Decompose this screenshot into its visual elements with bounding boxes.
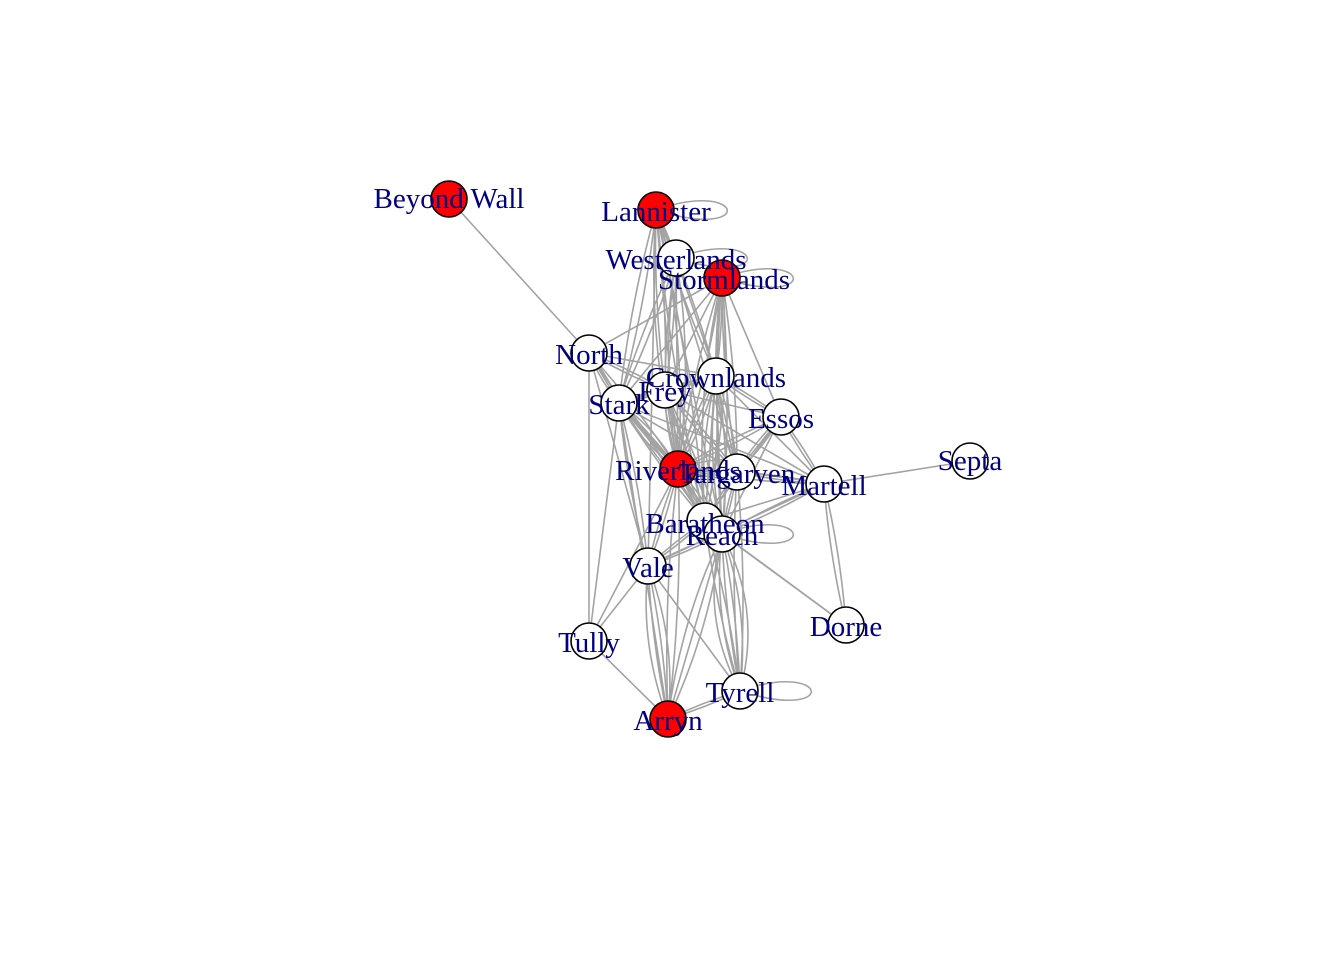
edge-martell-dorne (823, 483, 847, 626)
node-label-north: North (555, 339, 623, 371)
node-essos[interactable] (762, 398, 800, 436)
node-label-tully: Tully (558, 627, 620, 659)
node-label-essos: Essos (748, 403, 814, 435)
node-layer (430, 180, 989, 738)
node-label-crownlands: Crownlands (646, 362, 786, 394)
edge-stark-vale (618, 402, 649, 567)
node-label-dorne: Dorne (810, 611, 882, 643)
edge-reach-arryn (667, 533, 723, 720)
node-frey[interactable] (646, 371, 684, 409)
edge-beyond-wall-north (448, 198, 590, 354)
node-label-targaryen: Targaryen (679, 458, 796, 490)
node-label-lannister: Lannister (601, 196, 711, 228)
edge-lannister-stark (618, 209, 657, 404)
edge-lannister-lannister (655, 200, 729, 220)
node-label-riverlands: Riverlands (615, 455, 741, 487)
node-label-vale: Vale (622, 552, 674, 584)
edge-stark-vale (618, 402, 649, 567)
node-label-frey: Frey (638, 376, 692, 408)
edge-reach-tyrell (721, 533, 749, 692)
node-tyrell[interactable] (721, 672, 759, 710)
node-stormlands[interactable] (703, 259, 741, 297)
edge-martell-dorne (823, 483, 847, 626)
node-martell[interactable] (805, 465, 843, 503)
node-riverlands[interactable] (659, 450, 697, 488)
edge-reach-arryn (667, 533, 723, 720)
node-label-martell: Martell (781, 470, 866, 502)
node-reach[interactable] (703, 515, 741, 553)
node-crownlands[interactable] (697, 357, 735, 395)
edge-reach-reach (721, 524, 795, 544)
label-layer: Beyond Wall LannisterWesterlandsStormland… (374, 183, 1003, 737)
node-label-baratheon: Baratheon (645, 508, 765, 540)
node-westerlands[interactable] (657, 239, 695, 277)
node-tully[interactable] (570, 622, 608, 660)
node-label-septa: Septa (938, 445, 1003, 477)
node-arryn[interactable] (649, 700, 687, 738)
node-label-beyond-wall: Beyond Wall (374, 183, 525, 215)
node-label-stark: Stark (588, 389, 650, 421)
node-vale[interactable] (629, 547, 667, 585)
edge-reach-arryn (667, 533, 723, 720)
edge-lannister-stark (618, 209, 657, 404)
edge-vale-tyrell (647, 565, 741, 692)
edge-stark-martell (618, 402, 825, 485)
edge-tyrell-tyrell (739, 681, 813, 701)
edge-riverlands-arryn (667, 468, 681, 720)
node-label-westerlands: Westerlands (605, 244, 746, 276)
node-label-tyrell: Tyrell (706, 677, 775, 709)
node-label-reach: Reach (686, 520, 759, 552)
node-targaryen[interactable] (718, 453, 756, 491)
node-dorne[interactable] (827, 606, 865, 644)
node-stark[interactable] (600, 384, 638, 422)
edge-stark-tully (588, 402, 620, 642)
node-septa[interactable] (951, 442, 989, 480)
node-beyond-wall[interactable] (430, 180, 468, 218)
node-north[interactable] (570, 334, 608, 372)
edge-stormlands-stormlands (721, 268, 795, 288)
edge-reach-tyrell (713, 533, 741, 692)
edge-lannister-riverlands (652, 209, 679, 470)
node-label-stormlands: Stormlands (658, 264, 790, 296)
node-label-arryn: Arryn (633, 705, 703, 737)
edge-lannister-crownlands (655, 209, 717, 377)
node-lannister[interactable] (637, 191, 675, 229)
edge-targaryen-tyrell (733, 471, 741, 692)
